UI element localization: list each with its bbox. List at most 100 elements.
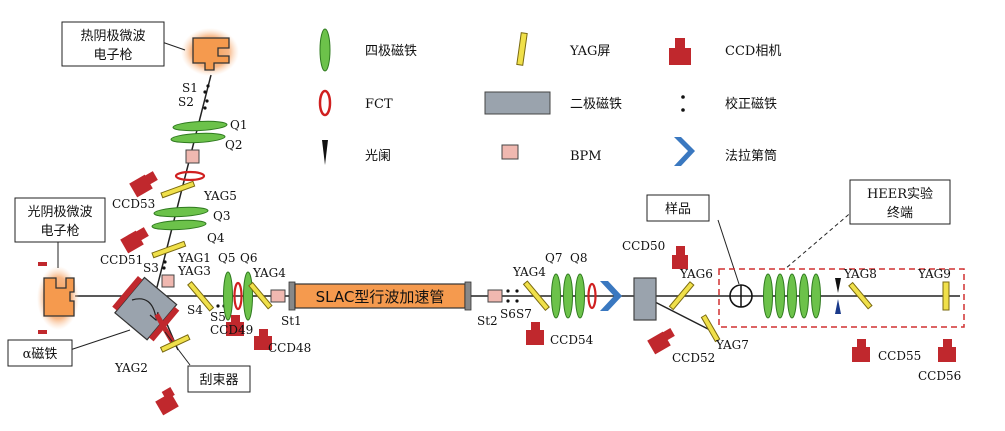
quad-heer-2 (775, 273, 785, 319)
bpm-horizontal-2 (487, 289, 503, 303)
yag5-screen (160, 180, 196, 199)
scraper (154, 313, 175, 344)
thermionic-gun-line1: 热阴极微波 (80, 29, 145, 44)
faraday-cup (600, 281, 622, 311)
label-yag2: YAG2 (114, 361, 148, 375)
bpm-vertical (185, 149, 200, 164)
label-q7: Q7 (545, 251, 562, 265)
quad-q5 (223, 271, 233, 321)
quad-q8 (563, 273, 573, 319)
label-q2: Q2 (225, 138, 242, 152)
quad-q3 (153, 206, 209, 218)
yag2-ccd-camera (155, 387, 179, 416)
yag6-screen (668, 281, 695, 311)
fct-post (587, 282, 597, 310)
linac: SLAC型行波加速管 (288, 281, 472, 311)
quad-q8b (575, 273, 585, 319)
label-yag3: YAG3 (177, 264, 211, 278)
fct-vertical (174, 170, 206, 182)
heer-box: HEER实验 终端 (849, 179, 951, 225)
sample-label: 样品 (665, 202, 691, 217)
legend-ccd-icon (669, 38, 691, 65)
sample-box: 样品 (646, 194, 710, 222)
ccd49-camera (226, 315, 244, 336)
quad-q1 (172, 120, 228, 132)
label-yag4a: YAG4 (252, 266, 286, 280)
ccd51-camera (120, 227, 149, 254)
alpha-magnet-box: α磁铁 (7, 339, 73, 367)
label-s5: S5 (210, 310, 226, 324)
legend-quadrupole-label: 四极磁铁 (365, 44, 417, 59)
photocathode-gun-line2: 电子枪 (40, 223, 79, 239)
scraper-pointer (164, 331, 191, 366)
legend-corrector-label: 校正磁铁 (725, 96, 777, 112)
label-ccd51: CCD51 (100, 253, 143, 267)
label-ccd55: CCD55 (878, 349, 921, 363)
label-s2: S2 (178, 95, 194, 109)
label-st1: St1 (281, 314, 302, 328)
dipole-magnet (633, 277, 657, 321)
label-ccd56: CCD56 (918, 369, 961, 383)
thermionic-gun (181, 28, 239, 76)
legend-bpm-label: BPM (570, 149, 602, 164)
legend-ccd-label: CCD相机 (725, 44, 781, 59)
yag8-screen (848, 281, 873, 310)
ccd54-camera (526, 322, 544, 345)
label-ccd54: CCD54 (550, 333, 594, 347)
bpm-horizontal-1 (270, 289, 286, 303)
legend-faraday-icon (674, 137, 695, 166)
legend: 四极磁铁 YAG屏 CCD相机 FCT 二极磁铁 校正磁铁 光阑 BPM 法拉第… (318, 28, 781, 166)
label-s7: S7 (516, 307, 532, 321)
legend-faraday-label: 法拉第筒 (725, 148, 777, 164)
aperture-heer (835, 278, 841, 314)
yag7-screen (700, 314, 721, 343)
label-s3: S3 (143, 261, 159, 275)
thermionic-gun-pointer (161, 41, 186, 51)
sample-pointer (717, 219, 740, 285)
label-ccd53: CCD53 (112, 197, 155, 211)
label-q6: Q6 (240, 251, 257, 265)
ccd48-camera (254, 329, 272, 350)
label-s6: S6 (500, 307, 516, 321)
legend-aperture-icon (322, 140, 328, 165)
yag4a-screen (248, 281, 273, 310)
correctors-s6-s7 (506, 289, 519, 303)
label-yag6: YAG6 (679, 267, 713, 281)
bpm-vertical-2 (161, 274, 175, 288)
label-q4: Q4 (207, 231, 225, 245)
heer-line2: 终端 (887, 205, 913, 221)
yag9-screen (942, 281, 950, 311)
legend-fct-icon (318, 89, 332, 117)
label-q8: Q8 (570, 251, 587, 265)
ccd50-camera (672, 246, 688, 269)
legend-dipole-label: 二极磁铁 (570, 97, 622, 112)
yag1-screen (151, 240, 187, 259)
ccd56-camera (938, 339, 956, 362)
quad-q4 (151, 219, 207, 231)
label-ccd48: CCD48 (268, 341, 311, 355)
label-ccd52: CCD52 (672, 351, 715, 365)
legend-bpm-icon (501, 144, 519, 160)
legend-corrector-icon (681, 95, 685, 112)
legend-fct-label: FCT (365, 97, 393, 112)
label-s1: S1 (182, 81, 198, 95)
label-q1: Q1 (230, 118, 247, 132)
quad-heer-3 (787, 273, 797, 319)
quad-q2 (170, 132, 226, 144)
ccd52-camera (647, 328, 675, 355)
label-yag8: YAG8 (843, 267, 877, 281)
sample-target (729, 284, 753, 308)
label-ccd50: CCD50 (622, 239, 665, 253)
photocathode-gun-line1: 光阴极微波 (27, 205, 92, 220)
quad-heer-1 (763, 273, 773, 319)
yag4b-screen (522, 280, 550, 312)
label-yag1: YAG1 (177, 251, 211, 265)
photocathode-gun (37, 262, 79, 334)
thermionic-gun-box: 热阴极微波 电子枪 (61, 21, 165, 67)
legend-aperture-label: 光阑 (365, 149, 391, 164)
ccd55-camera (852, 339, 870, 362)
correctors-s3 (162, 260, 167, 270)
label-yag9: YAG9 (917, 267, 951, 281)
fct-horizontal (233, 281, 243, 311)
